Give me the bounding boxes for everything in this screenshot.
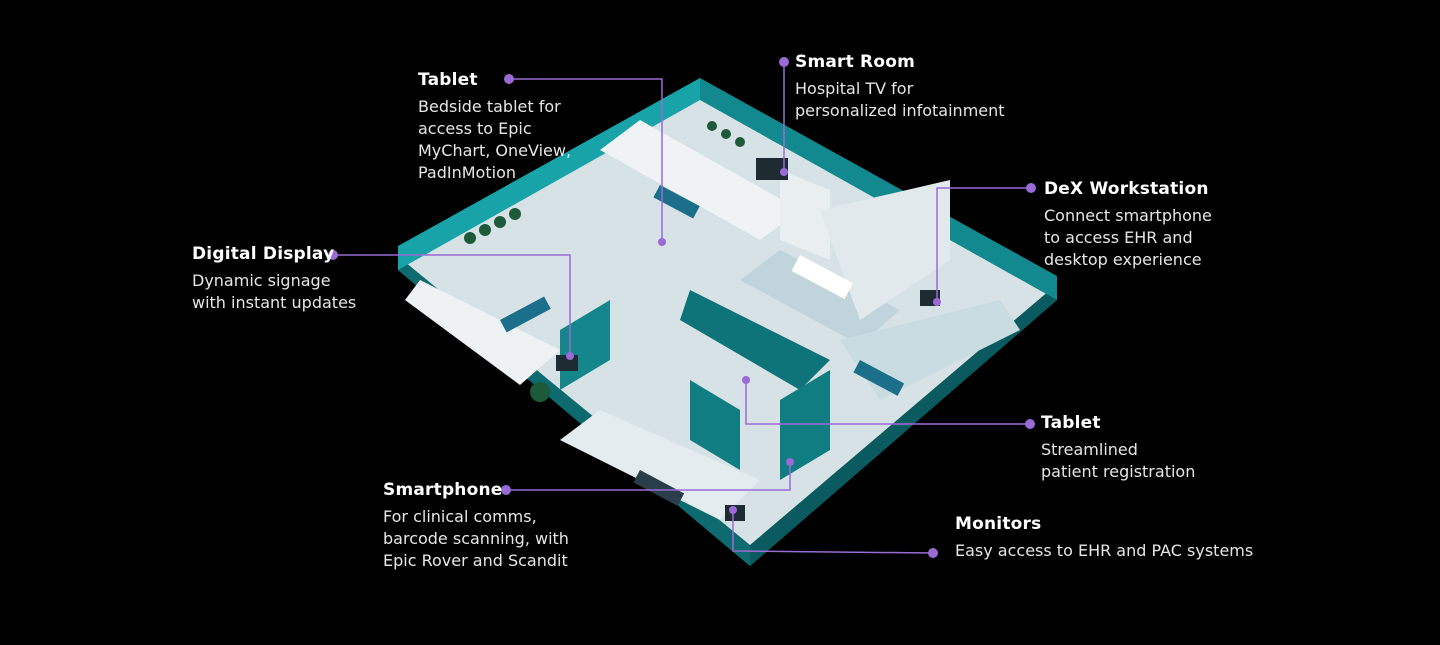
callout-smart-room: Smart Room Hospital TV for personalized … (795, 52, 1005, 122)
callout-digital-display: Digital Display Dynamic signage with ins… (192, 244, 356, 314)
callout-title: Monitors (955, 514, 1042, 534)
callout-title: Smart Room (795, 52, 916, 72)
callout-title: Smartphone (383, 480, 503, 500)
callout-bedside-tablet: Tablet Bedside tablet for access to Epic… (418, 70, 571, 184)
callout-title: Tablet (1041, 413, 1101, 433)
back-wall-left (398, 78, 700, 270)
callout-desc: Dynamic signage with instant updates (192, 271, 357, 312)
callout-smartphone: Smartphone For clinical comms, barcode s… (383, 480, 569, 572)
callout-registration-tablet: Tablet Streamlined patient registration (1041, 413, 1195, 483)
callout-dex-workstation: DeX Workstation Connect smartphone to ac… (1044, 179, 1212, 271)
callout-desc: For clinical comms, barcode scanning, wi… (383, 507, 569, 570)
back-wall-right (700, 78, 1057, 300)
callout-desc: Hospital TV for personalized infotainmen… (795, 79, 1005, 120)
callout-title: Digital Display (192, 244, 335, 264)
callout-title: DeX Workstation (1044, 179, 1209, 199)
callout-monitors: Monitors Easy access to EHR and PAC syst… (955, 514, 1253, 562)
connector-lines (333, 62, 1031, 554)
callout-desc: Connect smartphone to access EHR and des… (1044, 206, 1212, 269)
callout-desc: Streamlined patient registration (1041, 440, 1196, 481)
callout-title: Tablet (418, 70, 478, 90)
callout-desc: Easy access to EHR and PAC systems (955, 541, 1254, 560)
connector-dots (328, 57, 1036, 558)
callout-desc: Bedside tablet for access to Epic MyChar… (418, 97, 572, 182)
